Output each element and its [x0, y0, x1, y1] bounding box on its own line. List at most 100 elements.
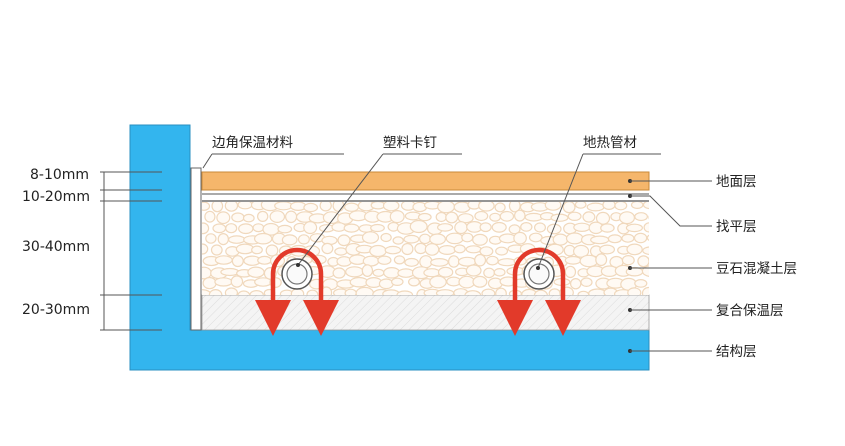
pebble: [392, 236, 404, 245]
pebble: [321, 242, 334, 255]
pebble: [533, 289, 548, 295]
pebble: [465, 264, 482, 277]
pebble: [625, 223, 644, 233]
pipe-clip-arc: [270, 247, 339, 336]
pebble: [423, 268, 441, 278]
edge-insulation-strip: [190, 167, 202, 331]
pebble: [277, 224, 293, 234]
pebble: [618, 211, 635, 225]
pebble: [254, 277, 273, 287]
pebble: [491, 221, 507, 233]
label-plastic-nail: 塑料卡钉: [383, 135, 437, 151]
pebble: [249, 290, 264, 295]
pebble: [565, 232, 584, 245]
pebble: [202, 202, 211, 211]
pebble: [607, 234, 623, 244]
pebble: [380, 232, 392, 243]
pebble: [626, 243, 643, 256]
pebble: [210, 244, 223, 256]
pebble: [231, 255, 244, 268]
pebble: [211, 202, 224, 213]
label-floor-surface: 地面层: [716, 174, 757, 190]
pebble: [414, 242, 428, 255]
pebble: [472, 275, 488, 288]
pebble: [474, 253, 487, 267]
pebble: [281, 234, 298, 246]
pebble: [533, 222, 546, 233]
pebble: [580, 277, 593, 287]
pebble: [384, 245, 402, 255]
pebble: [651, 280, 662, 289]
leader-leveling: [630, 195, 712, 227]
pebble: [237, 202, 253, 210]
pebble: [562, 202, 576, 214]
heating-pipe-1: [255, 247, 339, 336]
pebble: [493, 267, 506, 277]
pebble: [479, 222, 492, 233]
pebble: [274, 202, 293, 211]
pebble: [202, 243, 209, 255]
pebble: [489, 212, 502, 222]
pebble: [235, 243, 255, 255]
pebble: [528, 232, 543, 243]
label-edge-insulation: 边角保温材料: [212, 135, 293, 151]
pebble: [382, 202, 400, 212]
pebble: [231, 212, 245, 223]
pebble: [303, 221, 318, 235]
pebble: [524, 212, 544, 222]
leader-heating-pipe-diagonal: [537, 153, 584, 269]
pebble: [297, 234, 310, 245]
pebble: [337, 234, 351, 247]
pebble: [582, 211, 596, 223]
pebble: [574, 202, 587, 209]
pebble: [595, 253, 608, 267]
pebble: [383, 266, 401, 279]
pebble: [600, 223, 615, 233]
pebble: [303, 202, 319, 213]
leader-plastic-nail-dot: [296, 263, 300, 267]
composite-insulation-layer: [201, 294, 650, 331]
pebble: [224, 287, 238, 295]
pebble: [453, 244, 466, 254]
pebble: [438, 245, 456, 256]
dimension-lines: [100, 171, 162, 331]
pebble: [464, 290, 482, 295]
pebble: [403, 234, 420, 244]
leader-heating-pipe-dot: [536, 266, 540, 270]
pebble: [204, 210, 216, 223]
pebble: [552, 233, 569, 246]
pebble: [334, 247, 348, 256]
pebble: [564, 265, 577, 279]
pebble: [630, 202, 644, 209]
pebble: [224, 202, 239, 212]
pebble: [633, 232, 648, 244]
pebble: [202, 276, 217, 290]
pebble: [599, 244, 615, 255]
pebble: [634, 212, 648, 222]
pebble: [590, 235, 610, 245]
floor-surface-layer: [201, 171, 650, 191]
pebble: [642, 246, 649, 256]
dimension-8-10mm: 8-10mm: [30, 167, 89, 183]
pebble: [621, 255, 635, 266]
pebble: [349, 276, 369, 288]
pebble: [508, 224, 521, 235]
dimension-10-20mm: 10-20mm: [22, 189, 90, 205]
label-pebble-concrete: 豆石混凝土层: [716, 261, 797, 277]
pebble: [486, 255, 499, 266]
pebble: [435, 211, 447, 223]
pebble: [257, 255, 272, 265]
pebble: [424, 242, 440, 256]
pebble: [481, 288, 496, 295]
pebble: [247, 266, 265, 278]
pebble: [445, 232, 464, 245]
pebble: [621, 233, 635, 243]
pebble: [285, 210, 298, 224]
pebble: [238, 223, 254, 235]
pebble: [401, 242, 414, 256]
dimension-30-40mm: 30-40mm: [22, 239, 90, 255]
pebble: [634, 279, 648, 288]
pebble: [404, 257, 420, 267]
pebble: [437, 202, 456, 214]
pebble: [454, 221, 468, 235]
